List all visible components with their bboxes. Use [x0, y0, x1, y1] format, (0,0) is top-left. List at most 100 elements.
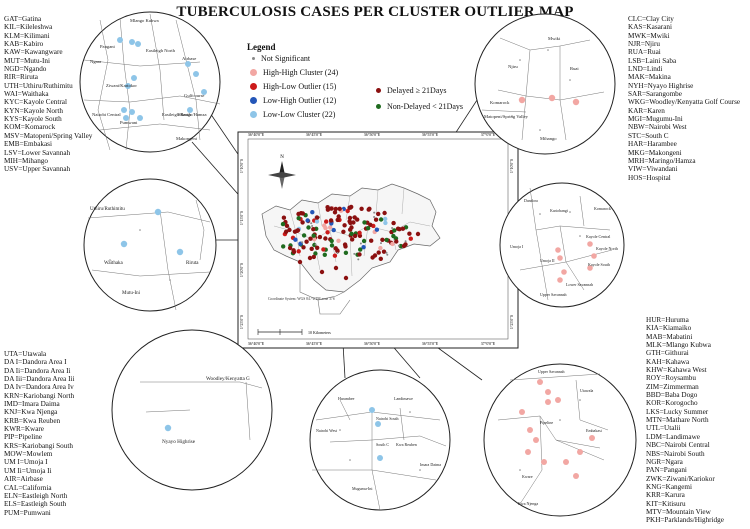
map-point [375, 421, 381, 427]
map-point [373, 217, 379, 222]
abbr-entry: DA Iii=Dandora Area Iii [4, 375, 75, 384]
map-point [343, 250, 349, 255]
map-point [401, 243, 407, 249]
map-point [331, 227, 336, 233]
map-point [336, 252, 339, 254]
inset-place-label: Gulfcourse [184, 93, 204, 98]
map-point [310, 222, 313, 225]
map-point [404, 240, 407, 243]
map-point [352, 233, 358, 239]
inset-place-label: Kware [522, 474, 533, 479]
abbr-entry: MWK=Mwiki [628, 31, 670, 40]
map-point [572, 98, 580, 106]
legend-heading: Legend [247, 42, 276, 52]
inset-place-label: Nairobi South [376, 416, 399, 421]
map-point [365, 226, 371, 231]
map-point [109, 259, 111, 261]
map-point [296, 216, 301, 221]
map-point [329, 206, 334, 211]
map-point [333, 206, 338, 212]
inset-place-label: Mwiki [548, 36, 561, 41]
map-point [301, 233, 307, 238]
inset-place-label: South C [376, 442, 389, 447]
abbr-entry: UTL=Utalii [646, 424, 681, 433]
legend-item: High-High Cluster (24) [250, 68, 338, 77]
inset-place-label: Pumwani [120, 120, 138, 125]
lon-tick-label: 36°55'0"E [422, 341, 439, 346]
abbr-entry: KNJ=Kwa Njenga [4, 408, 58, 417]
abbr-entry: DA I=Dandora Area I [4, 358, 67, 367]
map-point [329, 238, 334, 244]
map-point [308, 236, 313, 241]
abbr-entry: DA Ii=Dandora Area Ii [4, 366, 71, 375]
abbr-entry: NYH=Nyayo Highrise [628, 81, 694, 90]
abbr-entry: LSV=Lower Savannah [4, 148, 71, 157]
map-point [518, 96, 526, 104]
map-point [319, 269, 325, 275]
abbr-entry: GAT=Gatina [4, 15, 42, 23]
abbr-entry: IMD=Imara Daima [4, 400, 60, 409]
map-point [336, 214, 341, 219]
lon-tick-label: 37°0'0"E [481, 132, 496, 137]
map-point [398, 243, 403, 249]
inset-place-label: Komarock [594, 206, 611, 211]
abbr-entry: GTH=Githurai [646, 349, 689, 358]
inset-place-label: Njiru [508, 64, 518, 69]
map-point [557, 277, 563, 283]
map-point [314, 243, 317, 246]
map-point [394, 239, 399, 244]
abbr-entry: LKS=Lucky Summer [646, 407, 709, 416]
abbr-entry: CLC=Clay City [628, 15, 674, 23]
lon-tick-label: 37°0'0"E [481, 341, 496, 346]
legend-item: High-Low Outlier (15) [250, 82, 336, 91]
abbr-entry: KRR=Karura [646, 491, 685, 500]
abbr-entry: KAB=Kabiro [4, 40, 44, 49]
map-point [408, 236, 413, 241]
map-point [359, 242, 362, 245]
map-point [309, 246, 314, 251]
abbr-entry: NGR=Ngara [646, 457, 683, 466]
legend-delay-label: Non-Delayed < 21Days [387, 102, 464, 111]
abbr-entry: ZIM=Zimmerman [646, 382, 699, 391]
map-point [374, 227, 380, 232]
abbr-entry: UTH=Uthiru/Ruthimitu [4, 81, 73, 90]
abbr-entry: UM Ii=Umoja Ii [4, 466, 52, 475]
inset-place-label: Ngara [90, 59, 101, 64]
map-point [305, 218, 310, 223]
map-point [525, 449, 531, 455]
map-point [352, 215, 357, 220]
map-point [557, 255, 563, 261]
abbr-entry: AIR=Airbase [4, 475, 43, 484]
abbr-entry: KWR=Kware [4, 425, 44, 434]
map-point [350, 237, 355, 242]
map-point [187, 107, 193, 113]
inset-place-label: Mlango Kubwa [130, 18, 159, 23]
inset-place-label: Mugumu-Ini [352, 486, 373, 491]
map-point [317, 234, 323, 240]
map-point [378, 217, 384, 222]
map-point [548, 94, 556, 102]
map-point [381, 249, 387, 254]
abbr-entry: KYC=Kayole Central [4, 98, 67, 107]
map-point [382, 210, 387, 216]
map-point [335, 217, 340, 223]
inset-place-label: Harambee [338, 396, 355, 401]
abbr-entry: ROY=Roysambu [646, 374, 696, 383]
cluster-points [280, 204, 421, 281]
abbr-entry: KNG=Kangemi [646, 482, 692, 491]
abbr-entry: NBS=Nairobi South [646, 449, 705, 458]
map-point [384, 237, 389, 243]
inset-place-label: Kwa Reuben [396, 442, 417, 447]
scale-label: 10 Kilometers [308, 330, 331, 335]
map-point [519, 59, 521, 61]
map-point [301, 245, 306, 250]
abbr-entry: UM I=Umoja I [4, 458, 48, 467]
abbr-entry: RUA=Ruai [628, 48, 661, 57]
lon-tick-label: 36°45'0"E [306, 341, 323, 346]
map-point [357, 252, 362, 257]
abbr-entry: MSV=Matopeni/Spring Valley [4, 131, 93, 140]
